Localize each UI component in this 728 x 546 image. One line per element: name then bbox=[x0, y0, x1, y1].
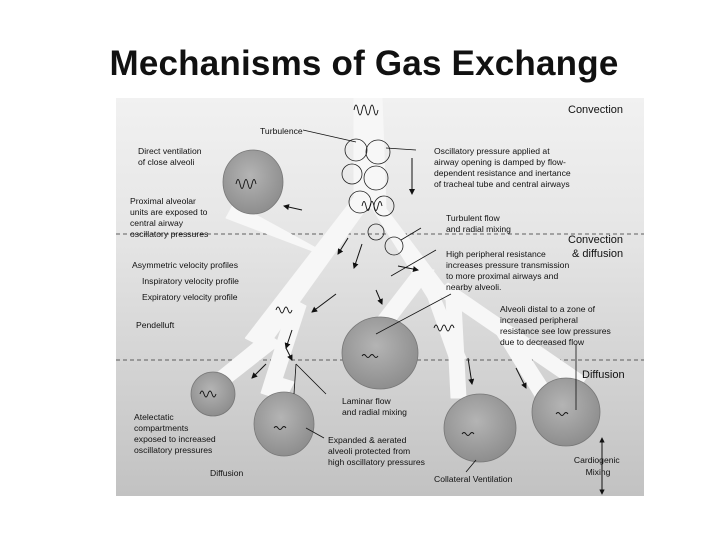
oscillation-squiggles bbox=[199, 104, 569, 436]
label-alveoli-distal: Alveoli distal to a zone of increased pe… bbox=[500, 304, 613, 347]
slide-title: Mechanisms of Gas Exchange bbox=[109, 44, 619, 83]
alveolus-atelectatic bbox=[190, 371, 236, 417]
alveolus-lower-center bbox=[443, 393, 517, 463]
zone-label-convection-diffusion-1: Convection bbox=[568, 234, 623, 246]
alveolus-expanded bbox=[253, 391, 315, 457]
label-proximal-alveolar: Proximal alveolar units are exposed to c… bbox=[130, 196, 210, 239]
zone-label-convection: Convection bbox=[568, 104, 623, 116]
label-asymmetric: Asymmetric velocity profiles bbox=[132, 260, 238, 270]
label-inspiratory: Inspiratory velocity profile bbox=[142, 276, 239, 286]
flow-arrows bbox=[251, 158, 527, 389]
airway-tree bbox=[200, 98, 587, 419]
label-turbulent-flow: Turbulent flow and radial mixing bbox=[446, 213, 511, 234]
label-expanded: Expanded & aerated alveoli protected fro… bbox=[328, 435, 425, 467]
label-oscillatory-pressure: Oscillatory pressure applied at airway o… bbox=[434, 146, 573, 189]
label-atelectatic: Atelectatic compartments exposed to incr… bbox=[134, 412, 218, 455]
label-high-peripheral: High peripheral resistance increases pre… bbox=[446, 249, 572, 292]
alveoli bbox=[190, 149, 601, 463]
label-pendelluft: Pendelluft bbox=[136, 320, 175, 330]
label-cardiogenic-mixing: Cardiogenic Mixing bbox=[574, 455, 622, 477]
leader-lines bbox=[293, 129, 577, 473]
zone-label-diffusion: Diffusion bbox=[582, 369, 625, 381]
alveolus-proximal bbox=[222, 149, 284, 215]
gas-exchange-diagram: Convection Convection & diffusion Diffus… bbox=[116, 98, 644, 496]
label-direct-ventilation: Direct ventilation of close alveoli bbox=[138, 146, 204, 167]
label-diffusion: Diffusion bbox=[210, 468, 244, 478]
label-laminar-flow: Laminar flow and radial mixing bbox=[342, 396, 407, 417]
zone-label-convection-diffusion-2: & diffusion bbox=[572, 248, 623, 260]
alveolus-lower-right bbox=[531, 377, 601, 447]
alveolus-mid-left bbox=[341, 316, 419, 390]
label-expiratory: Expiratory velocity profile bbox=[142, 292, 238, 302]
label-turbulence: Turbulence bbox=[260, 126, 303, 136]
label-collateral-ventilation: Collateral Ventilation bbox=[434, 474, 513, 484]
